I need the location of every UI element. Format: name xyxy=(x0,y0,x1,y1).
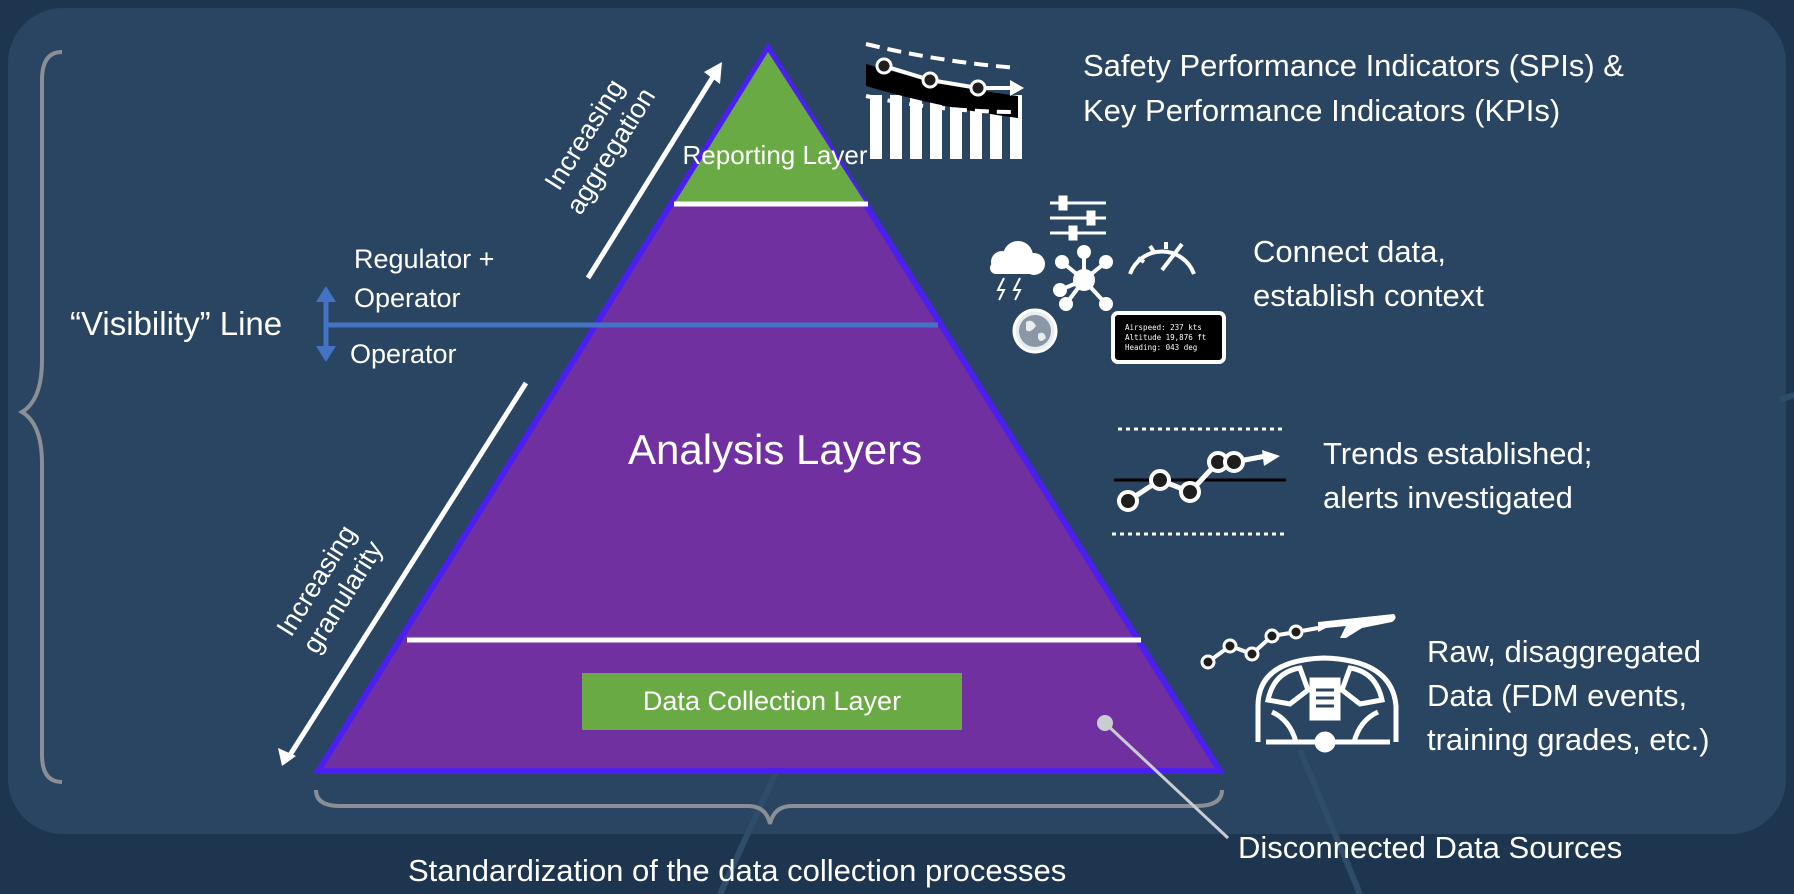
trend-line-icon xyxy=(1112,427,1286,536)
operator-label: Operator xyxy=(350,339,457,369)
gauge-icon xyxy=(1128,242,1196,275)
aggregation-arrow xyxy=(585,70,719,280)
bar-chart-icon xyxy=(865,42,1024,159)
regulator-operator-line-2: Operator xyxy=(354,283,461,313)
disconnected-dot xyxy=(1097,715,1113,731)
reporting-layer-label: Reporting Layer xyxy=(682,140,868,170)
connect-data-line-2: establish context xyxy=(1253,278,1484,313)
flight-data-panel: Airspeed: 237 kts Altitude 19,876 ft Hea… xyxy=(1111,311,1226,364)
data-collection-layer-label: Data Collection Layer xyxy=(642,686,902,716)
airplane-trend-icon xyxy=(1200,614,1396,670)
pyramid xyxy=(312,42,1226,774)
raw-data-line-3: training grades, etc.) xyxy=(1427,722,1710,757)
trends-line-2: alerts investigated xyxy=(1323,480,1573,515)
left-brace xyxy=(18,50,63,784)
reporting-layer xyxy=(674,52,866,204)
flight-data-heading: Heading: 043 deg xyxy=(1125,343,1198,353)
standardization-label: Standardization of the data collection p… xyxy=(408,853,1067,888)
disconnected-data-sources-label: Disconnected Data Sources xyxy=(1238,830,1623,865)
spi-kpi-line-2: Key Performance Indicators (KPIs) xyxy=(1083,93,1561,128)
data-collection-layer-box: Data Collection Layer xyxy=(582,673,962,730)
spi-kpi-line-1: Safety Performance Indicators (SPIs) & xyxy=(1083,48,1624,83)
cloud-storm-icon xyxy=(990,241,1045,301)
sliders-icon xyxy=(1050,195,1106,241)
flight-data-altitude: Altitude 19,876 ft xyxy=(1125,333,1207,343)
bottom-brace xyxy=(314,789,1224,825)
analysis-layers-label: Analysis Layers xyxy=(628,426,923,473)
raw-data-line-1: Raw, disaggregated xyxy=(1427,634,1702,669)
visibility-line-label: “Visibility” Line xyxy=(70,305,283,342)
granularity-arrowhead xyxy=(278,748,296,766)
visibility-arrow-up xyxy=(316,286,336,302)
raw-data-line-2: Data (FDM events, xyxy=(1427,678,1688,713)
granularity-arrow xyxy=(287,381,529,757)
flight-data-airspeed: Airspeed: 237 kts xyxy=(1125,323,1202,332)
disconnected-pointer xyxy=(1103,721,1230,840)
network-hub-icon xyxy=(1053,245,1113,311)
globe-icon xyxy=(1012,308,1058,354)
aggregation-arrowhead xyxy=(704,62,722,84)
cockpit-icon xyxy=(1255,655,1399,753)
trends-line-1: Trends established; xyxy=(1323,436,1593,471)
visibility-arrow-down xyxy=(316,346,336,362)
connect-data-line-1: Connect data, xyxy=(1253,234,1447,269)
regulator-operator-line-1: Regulator + xyxy=(354,244,495,274)
